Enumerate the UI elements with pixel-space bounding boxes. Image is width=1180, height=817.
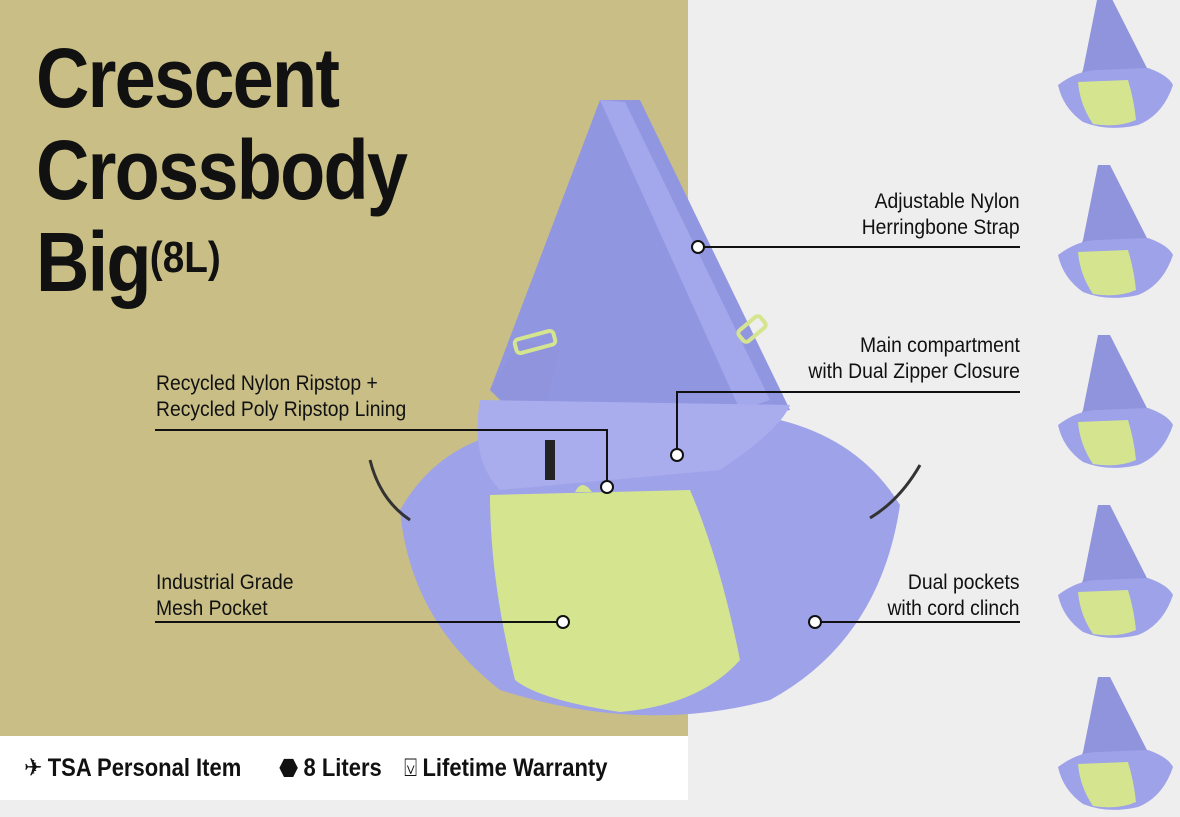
callout-lines <box>155 240 1020 629</box>
capacity-label: (8L) <box>149 233 221 282</box>
bag-illustration <box>155 100 1020 716</box>
mesh-pocket <box>490 490 740 712</box>
thumbnail-image[interactable] <box>1038 500 1180 640</box>
thumbnail-image[interactable] <box>1038 330 1180 470</box>
feature-tsa: ✈TSA Personal Item <box>24 753 242 783</box>
airplane-icon: ✈ <box>24 754 43 782</box>
thumbnail-image[interactable] <box>1038 160 1180 300</box>
ribbon-badge-icon: ⍌ <box>403 753 417 782</box>
feature-capacity: ⬣8 Liters <box>278 753 382 783</box>
title-line: Crescent <box>36 31 340 125</box>
thumbnail-image[interactable] <box>1038 0 1180 130</box>
callout-material: Recycled Nylon Ripstop +Recycled Poly Ri… <box>156 372 407 421</box>
feature-warranty: ⍌Lifetime Warranty <box>403 753 608 782</box>
feature-bar: ✈TSA Personal Item ⬣8 Liters ⍌Lifetime W… <box>0 736 688 800</box>
title-line: Crossbody <box>36 123 408 217</box>
product-title: Crescent Crossbody Big(8L) <box>36 31 408 309</box>
title-line: Big <box>36 215 152 309</box>
droplet-icon: ⬣ <box>278 754 299 782</box>
thumbnail-image[interactable] <box>1038 672 1180 812</box>
